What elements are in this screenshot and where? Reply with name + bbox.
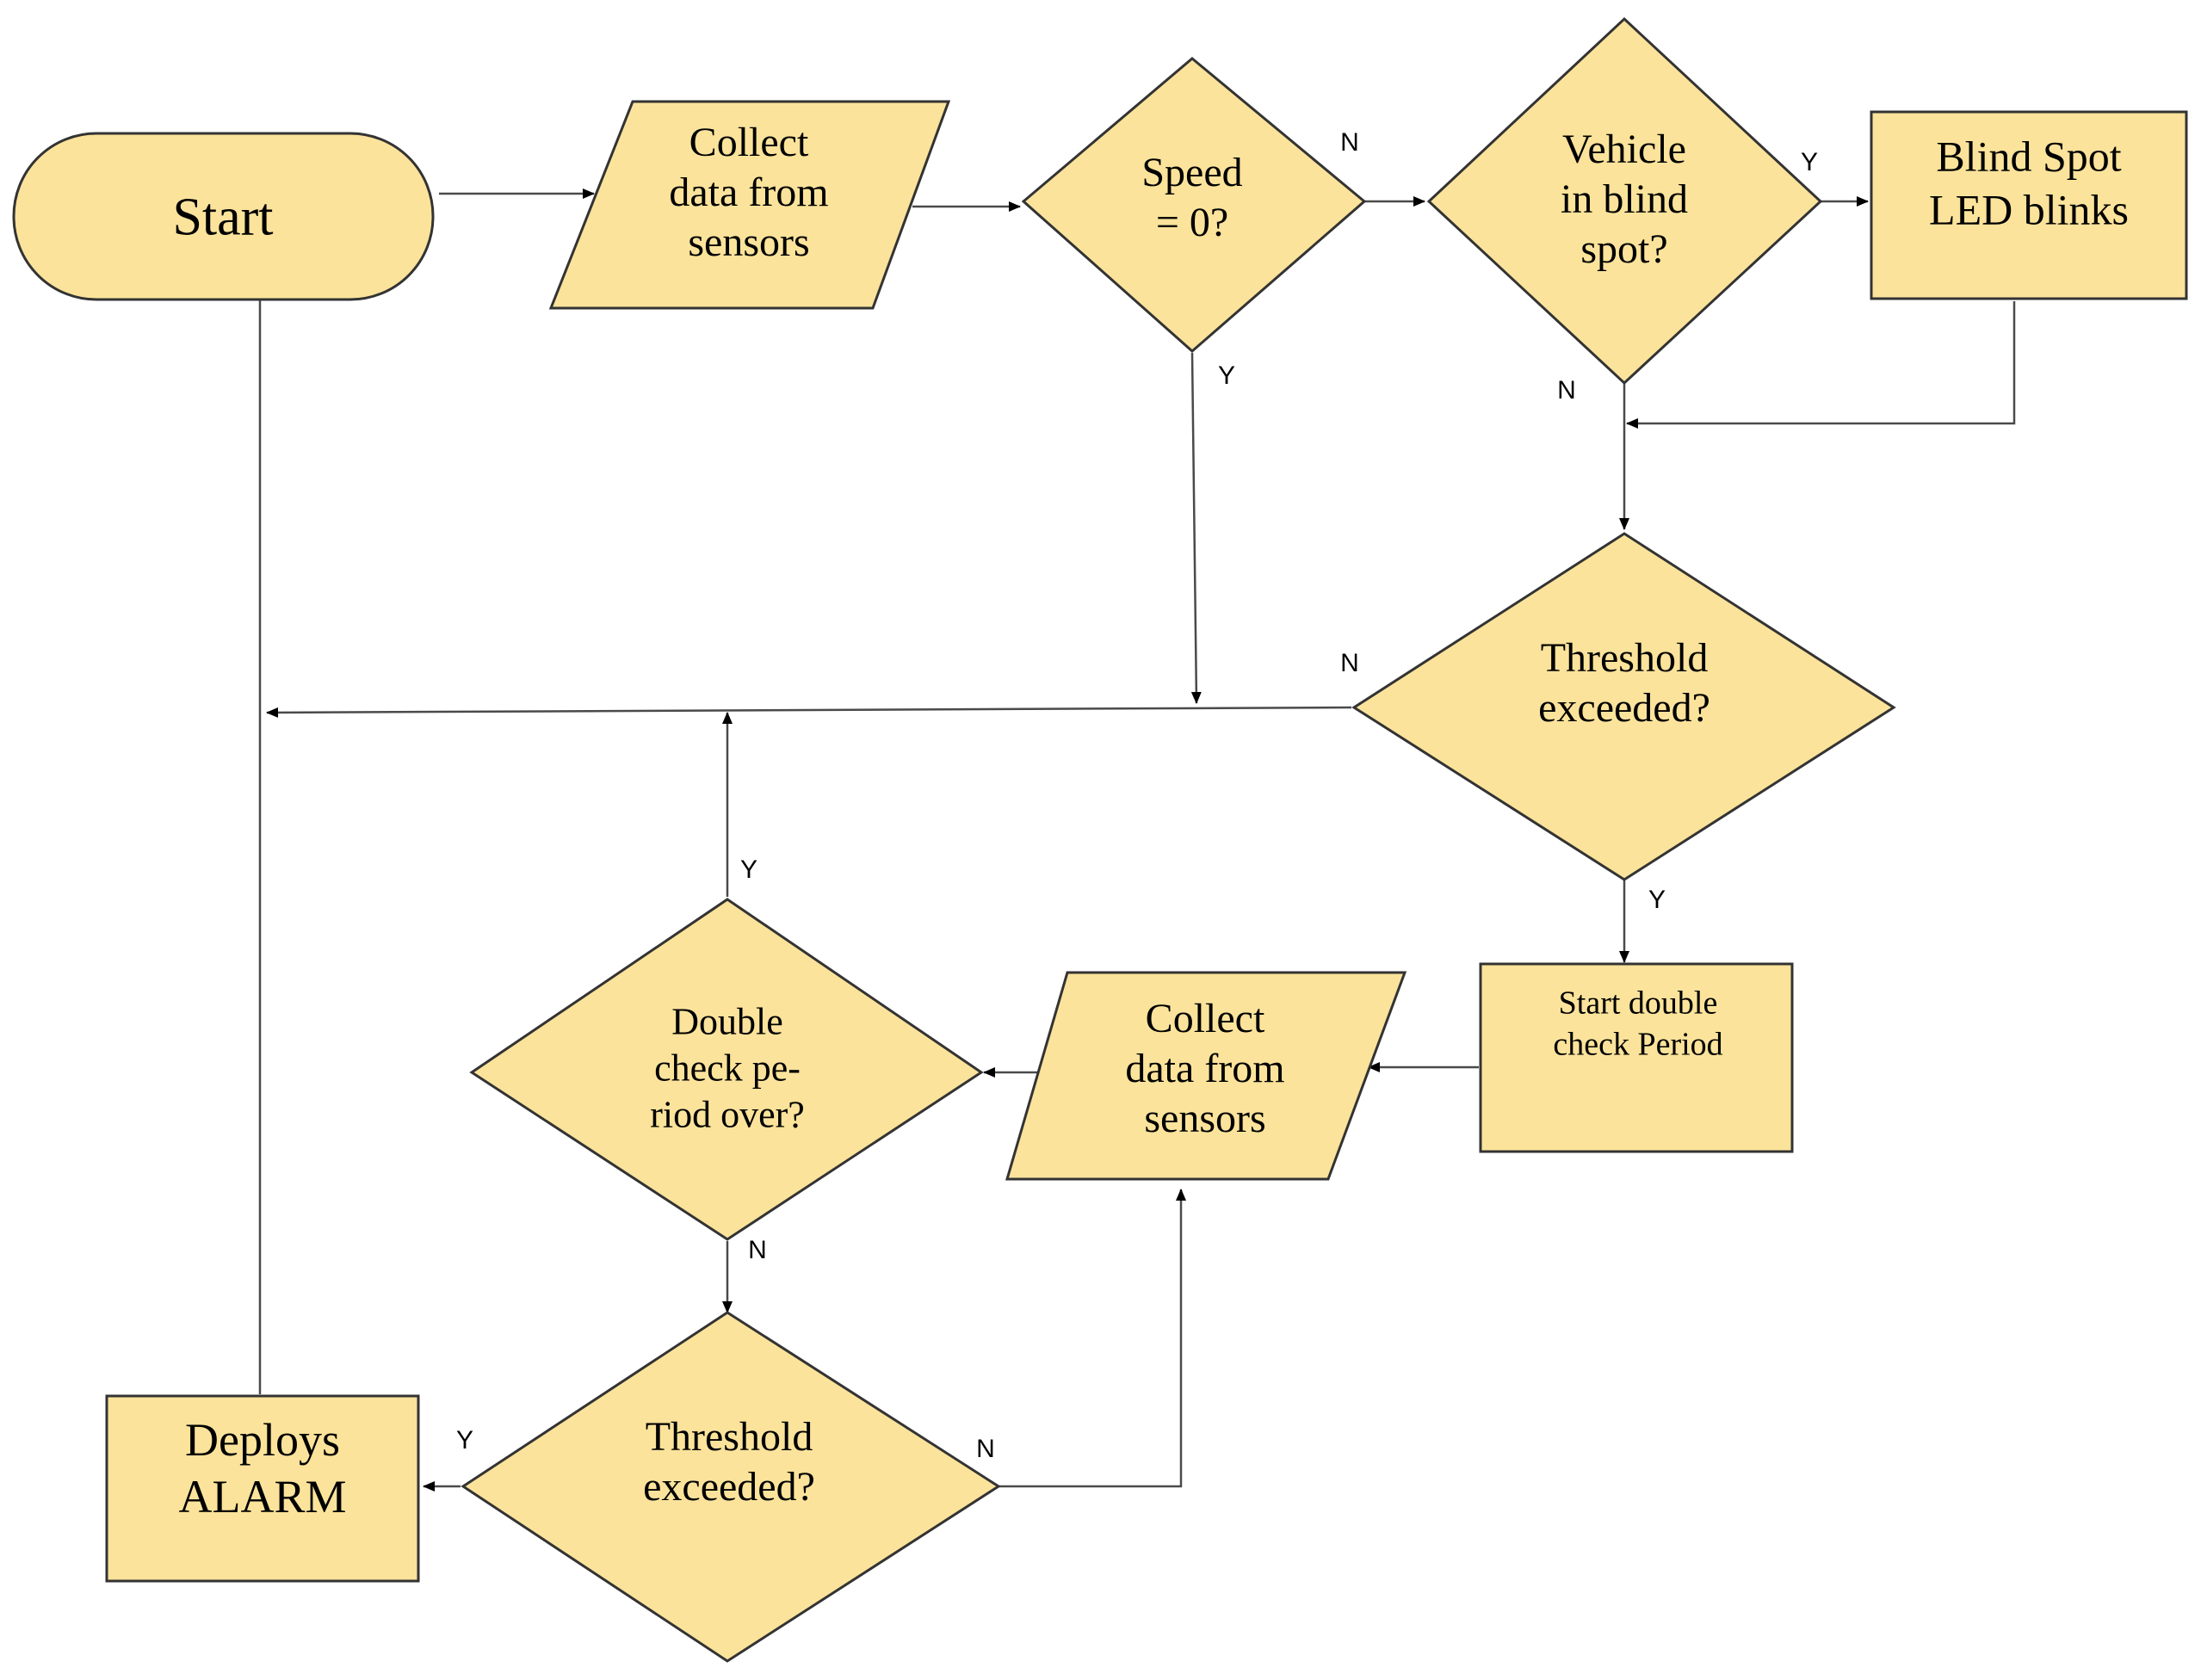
node-label-line: Speed xyxy=(1141,150,1242,195)
node-label-line: = 0? xyxy=(1156,200,1228,245)
node-label-line: LED blinks xyxy=(1929,186,2129,234)
node-label-line: data from xyxy=(1125,1046,1284,1091)
node-label-line: data from xyxy=(669,170,828,215)
connectors xyxy=(255,188,2016,1492)
connector-threshold-no-to-loop xyxy=(266,706,1352,718)
node-label-line: Double xyxy=(671,1000,783,1042)
branch-label-threshold2-y: Y xyxy=(456,1426,473,1455)
branch-label-threshold1-n: N xyxy=(1340,649,1359,677)
connector-blindspot-return xyxy=(1626,301,2016,429)
node-label-start-double: Start double check Period xyxy=(1553,985,1722,1062)
node-label-line: Threshold xyxy=(1541,635,1709,681)
branch-label-threshold1-y: Y xyxy=(1648,886,1666,914)
node-label-line: exceeded? xyxy=(1538,685,1710,731)
terminal-start: Start xyxy=(12,132,435,301)
decision-speed: Speed = 0? xyxy=(1021,57,1367,353)
node-label-line: Start xyxy=(172,188,273,247)
branch-label-threshold2-n: N xyxy=(976,1435,995,1463)
node-label-line: Blind Spot xyxy=(1936,133,2121,181)
node-label-line: check Period xyxy=(1553,1026,1722,1062)
connector-threshold-no-to-collect xyxy=(998,1189,1186,1488)
branch-label-double-check-y: Y xyxy=(740,855,757,884)
node-label-start: Start xyxy=(172,188,273,247)
node-label-line: ALARM xyxy=(178,1471,346,1522)
node-label-line: Threshold xyxy=(646,1414,813,1460)
decision-double-check-period: Double check pe-riod over? xyxy=(469,898,984,1241)
node-label-line: riod over? xyxy=(650,1093,805,1135)
branch-label-double-check-n: N xyxy=(748,1236,767,1264)
node-label-line: check pe- xyxy=(654,1047,801,1089)
node-label-line: Vehicle xyxy=(1562,127,1686,172)
node-label-line: Collect xyxy=(689,120,809,165)
node-label-line: Deploys xyxy=(185,1414,340,1466)
branch-labels: N Y Y N N Y Y N Y N xyxy=(456,128,1818,1463)
node-label-line: sensors xyxy=(1144,1096,1265,1141)
node-label-line: Start double xyxy=(1559,985,1718,1021)
node-label-collect-2: Collect data from sensors xyxy=(1125,996,1284,1141)
node-label-double-check: Double check pe-riod over? xyxy=(650,1000,805,1135)
node-label-line: in blind xyxy=(1561,176,1688,222)
branch-label-vehicle-y: Y xyxy=(1801,148,1818,176)
branch-label-vehicle-n: N xyxy=(1557,376,1576,405)
branch-label-speed-n: N xyxy=(1340,128,1359,157)
node-label-line: sensors xyxy=(688,219,809,265)
node-label-line: Collect xyxy=(1146,996,1265,1041)
node-label-speed: Speed = 0? xyxy=(1141,150,1242,245)
io-collect-data-2: Collect data from sensors xyxy=(1005,971,1407,1181)
node-label-line: spot? xyxy=(1580,226,1667,272)
node-label-line: exceeded? xyxy=(643,1464,815,1510)
branch-label-speed-y: Y xyxy=(1218,361,1235,390)
connector-speed-yes-down xyxy=(1190,352,1202,704)
process-start-double-check: Start double check Period xyxy=(1479,962,1794,1153)
